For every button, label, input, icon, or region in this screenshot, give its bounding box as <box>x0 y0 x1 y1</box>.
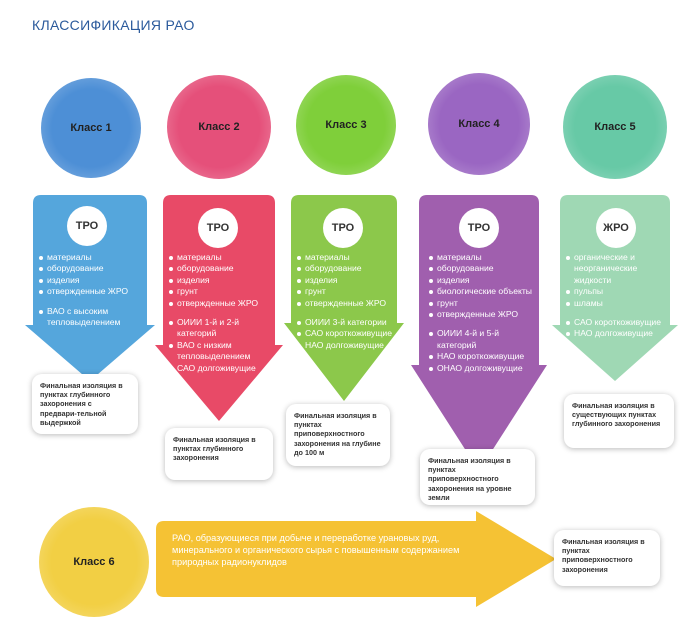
list-item: отвержденные ЖРО <box>168 298 278 309</box>
list-item: шламы <box>565 298 673 309</box>
class-5-final-text: Финальная изоляция в существующих пункта… <box>572 401 661 429</box>
class-2-circle: Класс 2 <box>167 75 271 179</box>
class-2-final-box: Финальная изоляция в пунктах глубинного … <box>165 428 273 480</box>
list-item: пульпы <box>565 286 673 297</box>
class-1-label: Класс 1 <box>70 122 112 134</box>
class-1-type: ТРО <box>75 220 99 232</box>
list-item: грунт <box>296 286 404 297</box>
page-title: КЛАССИФИКАЦИЯ РАО <box>32 17 195 33</box>
list-item: материалы <box>428 252 540 263</box>
class-2-label: Класс 2 <box>198 121 240 133</box>
arrow-shape <box>284 195 404 401</box>
list-item: НАО короткоживущие <box>428 351 540 362</box>
list-item: изделия <box>296 275 404 286</box>
class-4-final-text: Финальная изоляция в пунктах приповерхно… <box>428 456 512 502</box>
class-5-final-box: Финальная изоляция в существующих пункта… <box>564 394 674 448</box>
list-item: ВАО с высоким тепловыделением <box>38 306 148 329</box>
list-item: грунт <box>168 286 278 297</box>
list-item: САО долгоживущие <box>168 363 278 374</box>
list-item: отвержденные ЖРО <box>38 286 148 297</box>
list-item: ОИИИ 1-й и 2-й категорий <box>168 317 278 340</box>
class-5-type: ЖРО <box>603 222 629 234</box>
class-1-final-text: Финальная изоляция в пунктах глубинного … <box>40 381 123 427</box>
class-1-arrow <box>25 195 155 381</box>
class-3-final-text: Финальная изоляция в пунктах приповерхно… <box>294 411 381 457</box>
class-2-type: ТРО <box>206 222 230 234</box>
class-6-final-text: Финальная изоляция в пунктах приповерхно… <box>562 537 645 574</box>
list-item: ОИИИ 3-й категории <box>296 317 404 328</box>
list-item: материалы <box>168 252 278 263</box>
class-3-label: Класс 3 <box>325 119 367 131</box>
list-item: САО короткоживущие <box>565 317 673 328</box>
class-2-arrow <box>155 195 283 421</box>
list-item: ОИИИ 4-й и 5-й категорий <box>428 328 540 351</box>
list-item: ВАО с низким тепловыделением <box>168 340 278 363</box>
item-group: ВАО с высоким тепловыделением <box>38 306 148 329</box>
list-item: материалы <box>296 252 404 263</box>
class-5-label: Класс 5 <box>594 121 636 133</box>
class-3-type-badge: ТРО <box>323 208 363 248</box>
class-3-type: ТРО <box>331 222 355 234</box>
class-4-type-badge: ТРО <box>459 208 499 248</box>
class-5-circle: Класс 5 <box>563 75 667 179</box>
class-4-final-box: Финальная изоляция в пунктах приповерхно… <box>420 449 535 505</box>
list-item: ОНАО долгоживущие <box>428 363 540 374</box>
class-4-label: Класс 4 <box>458 118 500 130</box>
class-2-final-text: Финальная изоляция в пунктах глубинного … <box>173 435 256 463</box>
arrow-shape <box>411 195 547 471</box>
list-item: материалы <box>38 252 148 263</box>
class-6-label: Класс 6 <box>73 556 115 568</box>
class-1-type-badge: ТРО <box>67 206 107 246</box>
class-6-arrow <box>156 511 556 607</box>
class-1-circle: Класс 1 <box>41 78 141 178</box>
list-item: НАО долгоживущие <box>565 328 673 339</box>
list-item: биологические объекты <box>428 286 540 297</box>
class-1-final-box: Финальная изоляция в пунктах глубинного … <box>32 374 138 434</box>
list-item: оборудование <box>38 263 148 274</box>
arrow-shape <box>155 195 283 421</box>
class-6-description: РАО, образующиеся при добыче и переработ… <box>172 533 460 567</box>
list-item: отвержденные ЖРО <box>428 309 540 320</box>
list-item: изделия <box>428 275 540 286</box>
class-4-circle: Класс 4 <box>428 73 530 175</box>
arrow-shape <box>156 511 556 607</box>
class-5-type-badge: ЖРО <box>596 208 636 248</box>
list-item: органические и неорганические жидкости <box>565 252 673 286</box>
class-2-type-badge: ТРО <box>198 208 238 248</box>
class-4-arrow <box>411 195 547 471</box>
class-3-final-box: Финальная изоляция в пунктах приповерхно… <box>286 404 390 466</box>
list-item: НАО долгоживущие <box>296 340 404 351</box>
list-item: изделия <box>168 275 278 286</box>
list-item: оборудование <box>296 263 404 274</box>
class-4-type: ТРО <box>467 222 491 234</box>
list-item: САО короткоживущие <box>296 328 404 339</box>
arrow-shape <box>552 195 678 381</box>
arrow-shape <box>25 195 155 381</box>
list-item: грунт <box>428 298 540 309</box>
class-6-final-box: Финальная изоляция в пунктах приповерхно… <box>554 530 660 586</box>
class-3-circle: Класс 3 <box>296 75 396 175</box>
list-item: изделия <box>38 275 148 286</box>
class-3-arrow <box>284 195 404 401</box>
list-item: оборудование <box>428 263 540 274</box>
class-5-arrow <box>552 195 678 381</box>
class-6-circle: Класс 6 <box>39 507 149 617</box>
list-item: отвержденные ЖРО <box>296 298 404 309</box>
list-item: оборудование <box>168 263 278 274</box>
